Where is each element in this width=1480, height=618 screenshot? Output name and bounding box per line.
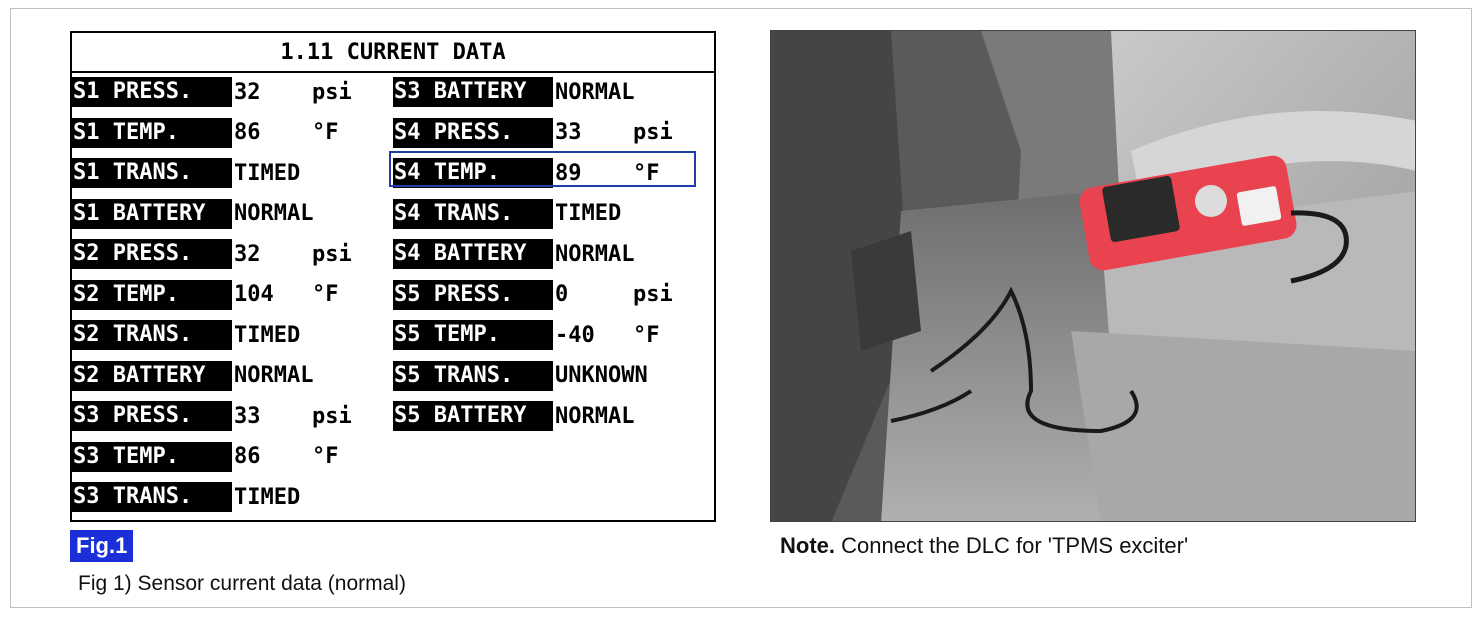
- data-row-label: S1 TRANS.: [72, 158, 232, 188]
- data-row-value: 33: [555, 120, 582, 145]
- data-row: S5 TRANS.UNKNOWN: [393, 359, 748, 393]
- figure-caption: Fig 1) Sensor current data (normal): [78, 572, 406, 595]
- data-row-label: S5 BATTERY: [393, 401, 553, 431]
- data-row-value: TIMED: [555, 201, 622, 226]
- data-row-value: 32: [234, 79, 261, 105]
- data-row-label: S2 TRANS.: [72, 320, 232, 350]
- note-text: Note. Connect the DLC for 'TPMS exciter': [780, 533, 1188, 559]
- data-row-label: S2 TEMP.: [72, 279, 232, 310]
- data-row-unit: °F: [312, 444, 339, 469]
- data-row: S3 TEMP.86 °F: [72, 440, 367, 474]
- data-row-unit: °F: [633, 160, 660, 186]
- data-row: S4 TRANS.TIMED: [393, 197, 748, 231]
- interior-photo-image: [771, 31, 1415, 521]
- data-row-value: NORMAL: [555, 79, 635, 105]
- data-row-value: NORMAL: [555, 241, 635, 267]
- data-row-label: S3 TEMP.: [72, 441, 232, 472]
- data-row: S3 TRANS.TIMED: [72, 480, 427, 514]
- data-row-value: TIMED: [234, 160, 301, 186]
- data-row: S3 PRESS.33 psi: [72, 399, 367, 433]
- data-row-label: S2 PRESS.: [72, 239, 232, 269]
- data-row-label: S1 BATTERY: [72, 198, 232, 229]
- data-row-value: 0: [555, 282, 569, 307]
- note-body: Connect the DLC for 'TPMS exciter': [835, 533, 1189, 558]
- data-row-value: 104: [234, 282, 274, 307]
- vehicle-interior-photo: [770, 30, 1416, 522]
- data-row-value: NORMAL: [234, 201, 314, 226]
- data-row-unit: psi: [312, 403, 352, 429]
- data-row-value: 89: [555, 160, 582, 186]
- data-row-value: NORMAL: [555, 403, 635, 429]
- data-row-label: S4 TRANS.: [393, 198, 553, 229]
- data-row-label: S3 TRANS.: [72, 482, 232, 512]
- data-row-value: NORMAL: [234, 363, 314, 388]
- data-row: S2 TRANS.TIMED: [72, 318, 427, 352]
- data-row-value: 86: [234, 444, 261, 469]
- data-row: S1 TRANS.TIMED: [72, 156, 427, 190]
- data-row: S5 PRESS.0 psi: [393, 278, 688, 312]
- data-row-value: 86: [234, 120, 261, 145]
- data-row-label: S1 PRESS.: [72, 77, 232, 107]
- figure-tag: Fig.1: [70, 530, 134, 562]
- note-prefix: Note.: [780, 533, 835, 558]
- data-row-unit: psi: [633, 120, 673, 145]
- data-row-value: 33: [234, 403, 261, 429]
- data-row-label: S4 BATTERY: [393, 239, 553, 269]
- data-row-label: S5 TRANS.: [393, 360, 553, 391]
- data-row-unit: psi: [633, 282, 673, 307]
- data-row-label: S2 BATTERY: [72, 360, 232, 391]
- data-row-value: 32: [234, 241, 261, 267]
- data-row-unit: psi: [312, 79, 352, 105]
- selected-row-highlight: [389, 151, 696, 187]
- data-row-unit: °F: [633, 322, 660, 348]
- data-row: S2 PRESS.32 psi: [72, 237, 367, 271]
- data-row-unit: °F: [312, 282, 339, 307]
- data-row: S1 PRESS.32 psi: [72, 75, 367, 109]
- data-row-label: S5 PRESS.: [393, 279, 553, 310]
- data-row-label: S5 TEMP.: [393, 320, 553, 350]
- data-row: S4 PRESS.33 psi: [393, 116, 688, 150]
- scanner-title: 1.11 CURRENT DATA: [72, 33, 714, 73]
- data-row-label: S3 PRESS.: [72, 401, 232, 431]
- data-row-label: S3 BATTERY: [393, 77, 553, 107]
- data-row-value: TIMED: [234, 322, 301, 348]
- data-row-unit: °F: [312, 120, 339, 145]
- tpms-scan-tool: [1079, 155, 1349, 284]
- data-row-unit: psi: [312, 241, 352, 267]
- data-row: S5 TEMP.-40 °F: [393, 318, 688, 352]
- data-row-label: S1 TEMP.: [72, 117, 232, 148]
- data-row-label: S4 TEMP.: [393, 158, 553, 188]
- data-row-value: TIMED: [234, 484, 301, 510]
- data-row-label: S4 PRESS.: [393, 117, 553, 148]
- data-row-value: -40: [555, 322, 595, 348]
- data-row: S1 TEMP.86 °F: [72, 116, 367, 150]
- data-row-value: UNKNOWN: [555, 363, 648, 388]
- data-row: S4 TEMP.89 °F: [393, 156, 688, 190]
- data-row: S2 TEMP.104 °F: [72, 278, 367, 312]
